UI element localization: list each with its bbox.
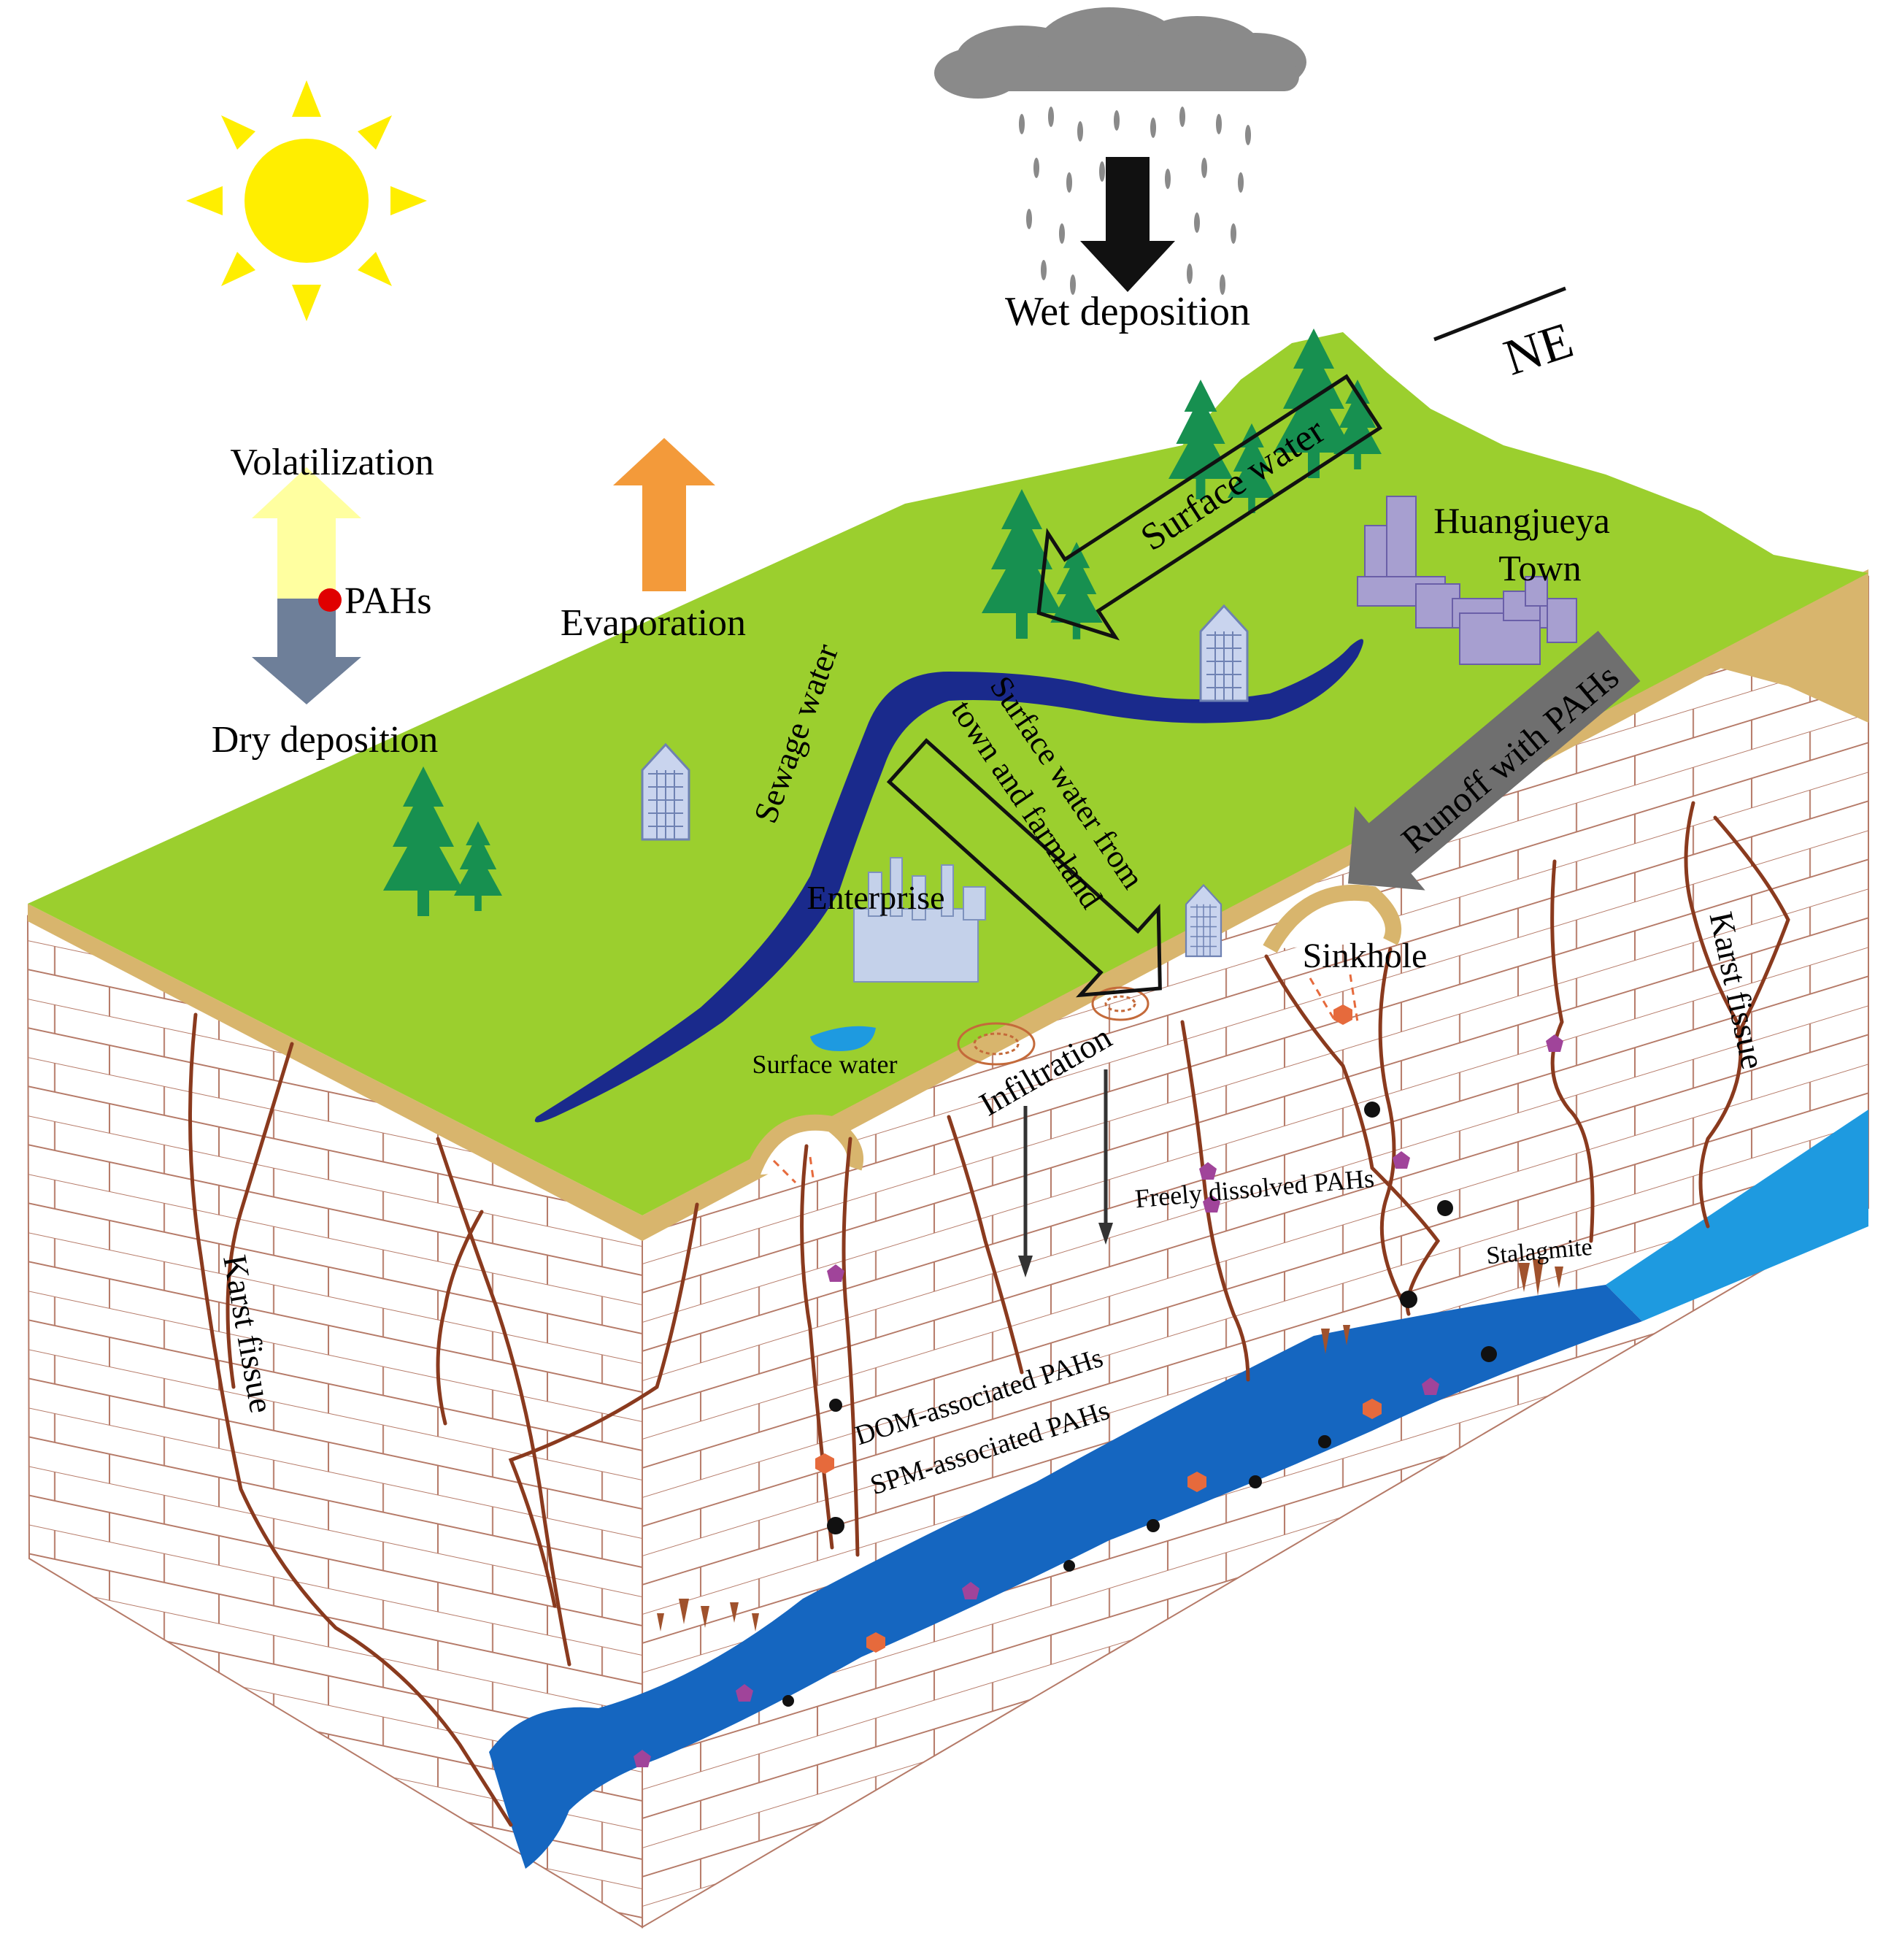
stalagmites: [657, 1259, 1563, 1632]
surface-pond: [810, 1026, 876, 1051]
ne-label: NE: [1498, 312, 1580, 387]
volatilization-label: Volatilization: [230, 442, 434, 483]
dry-deposition-arrow: [252, 599, 361, 704]
town-icon: [1357, 496, 1577, 665]
wet-deposition-arrow: [1080, 157, 1175, 292]
pah-particles: [634, 1004, 1563, 1767]
infiltration-rings: [957, 986, 1150, 1066]
sewage-river: [534, 639, 1363, 1123]
town-surface-water-arrow: [886, 738, 1162, 998]
ne-line: [1433, 286, 1566, 342]
rain-icon: [1019, 107, 1251, 295]
town-label-2: Town: [1498, 547, 1581, 588]
infiltration-arrows: [1018, 1069, 1113, 1277]
sinkhole-notch: [1270, 892, 1394, 949]
enterprise-label: Enterprise: [806, 879, 944, 916]
sun-icon: [186, 80, 427, 321]
factory-icon: [853, 857, 986, 983]
underground-river-light: [1606, 1110, 1868, 1321]
wet-deposition-label: Wet deposition: [1005, 289, 1250, 334]
pahs-label: PAHs: [344, 580, 432, 622]
soil-right-wedge: [1679, 569, 1868, 723]
dry-deposition-label: Dry deposition: [212, 719, 439, 761]
cloud-icon: [934, 7, 1306, 99]
pahs-dot: [318, 588, 342, 612]
karst-fissures: [188, 801, 1790, 1827]
town-label: Huangjueya: [1433, 500, 1610, 541]
underground-river: [489, 1285, 1642, 1869]
evaporation-label: Evaporation: [561, 602, 746, 644]
runoff-arrow: [1347, 631, 1641, 891]
volatilization-arrow: [252, 467, 361, 599]
evaporation-arrow: [613, 438, 715, 591]
sinkhole-dashes: [772, 974, 1359, 1184]
surface-pond-label: Surface water: [752, 1050, 898, 1079]
surface-water-arrow: [1036, 374, 1383, 641]
sinkhole-label: Sinkhole: [1303, 937, 1428, 975]
